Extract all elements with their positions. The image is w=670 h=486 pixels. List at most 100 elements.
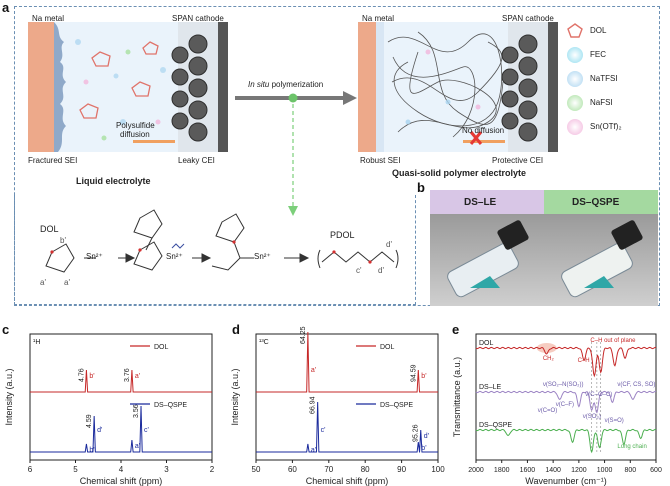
peak-tag: d' [97, 427, 102, 434]
scheme-sn-3: Sn²⁺ [254, 252, 271, 261]
legend-item-snotf: Sn(OTf)₂ [566, 118, 656, 142]
y-axis-label: Intensity (a.u.) [4, 368, 14, 425]
panel-label-d: d [232, 322, 240, 337]
annotation-coc: ν(C–O–C) [585, 392, 612, 398]
na-metal-label-right: Na metal [362, 14, 395, 23]
peak-tag: c' [321, 427, 326, 434]
annotation-cf-cs-so: ν(CF, CS, SO) [617, 382, 655, 388]
scheme-sn-1: Sn²⁺ [86, 252, 103, 261]
ds-qspe-label: DS–QSPE [572, 197, 620, 208]
peak-tag: b' [421, 445, 426, 452]
dol-ring-icon [567, 23, 583, 38]
peak-tag: b' [89, 373, 94, 380]
scheme-a2: a' [64, 278, 70, 287]
x-axis-label: Wavenumber (cm⁻¹) [525, 476, 606, 486]
x-tick-label: 100 [431, 465, 445, 474]
vials-illustration [447, 220, 643, 298]
x-tick-label: 800 [624, 467, 636, 474]
panel-label-b: b [417, 180, 425, 195]
peak-value: 66.94 [310, 396, 317, 414]
polysulfide-label: Polysulfide [116, 121, 155, 130]
annotation-so3: ν(SO₃) [583, 414, 601, 420]
x-tick-label: 80 [361, 465, 370, 474]
peak-tag: d' [424, 433, 429, 440]
legend-label: DS–QSPE [380, 402, 413, 409]
peak-value: 3.56 [133, 404, 140, 418]
peak-value: 4.76 [78, 368, 85, 382]
panel-label-a: a [2, 0, 10, 15]
legend-item-natfsi: NaTFSI [566, 70, 656, 94]
annotation-co: ν(C=O) [538, 408, 558, 414]
peak-value: 64.25 [300, 326, 307, 344]
cathode-particles [171, 34, 208, 142]
polymerization-scheme [45, 209, 399, 273]
x-tick-label: 1200 [571, 467, 587, 474]
scheme-a1: a' [40, 278, 46, 287]
protective-cei-label: Protective CEI [492, 156, 544, 165]
spectrum-ds-qspe [30, 405, 212, 453]
x-axis-label: Chemical shift (ppm) [306, 476, 389, 486]
y-axis-label: Intensity (a.u.) [230, 368, 240, 425]
plot-frame [475, 333, 657, 461]
series-label: DS–LE [479, 384, 502, 391]
ds-le-header [430, 190, 544, 214]
legend-label: DS–QSPE [154, 402, 187, 409]
x-tick-label: 2000 [468, 467, 484, 474]
x-tick-label: 1800 [494, 467, 510, 474]
liquid-electrolyte-title: Liquid electrolyte [76, 176, 151, 186]
x-tick-label: 2 [210, 465, 215, 474]
annotation-long-chain: Long chain [617, 444, 646, 450]
vial-photo: DS–LE DS–QSPE [430, 190, 658, 306]
in-situ-label: In situ polymerization [248, 80, 324, 89]
x-tick-label: 50 [252, 465, 261, 474]
spectrum-dol [30, 369, 212, 393]
peak-tag: a' [311, 447, 316, 454]
diffusion-label: diffusion [120, 130, 150, 139]
legend-item-dol: DOL [566, 22, 656, 46]
scheme-frame [14, 195, 416, 305]
nafsi-dot-icon [567, 95, 583, 111]
plot-frame [29, 333, 213, 461]
peak-value: 95.26 [413, 424, 420, 442]
fec-dot-icon [567, 47, 583, 63]
scheme-d2: d' [386, 240, 392, 249]
scheme-d1: d' [378, 266, 384, 275]
peak-tag: b' [89, 447, 94, 454]
x-tick-label: 4 [119, 465, 124, 474]
spectrum-dol [256, 331, 438, 393]
annotation-ch: C–H [578, 358, 590, 364]
ftir-ds-qspe [475, 428, 657, 454]
peak-value: 94.59 [410, 364, 417, 382]
fractured-sei-label: Fractured SEI [28, 156, 78, 165]
x-tick-label: 1000 [597, 467, 613, 474]
scheme-b1: b' [60, 236, 66, 245]
y-axis-label: Transmittance (a.u.) [452, 357, 462, 437]
x-tick-label: 1600 [520, 467, 536, 474]
x-tick-label: 5 [73, 465, 78, 474]
ds-qspe-header [544, 190, 658, 214]
nucleus-label: ¹³C [259, 339, 269, 346]
panel-a-frame [14, 6, 660, 306]
ch2-highlight [536, 343, 557, 353]
panel-label-e: e [452, 322, 460, 337]
series-label: DS–QSPE [479, 422, 512, 429]
series-label: DOL [479, 340, 494, 347]
plot-frame [255, 333, 439, 461]
legend-item-fec: FEC [566, 46, 656, 70]
snotf-dot-icon [567, 119, 583, 135]
peak-tag: a' [135, 373, 140, 380]
scheme-sn-2: Sn²⁺ [166, 252, 183, 261]
quasi-solid-title: Quasi-solid polymer electrolyte [392, 168, 527, 178]
scheme-dol-label: DOL [40, 224, 59, 234]
scheme-c1: c' [356, 266, 362, 275]
x-tick-label: 70 [324, 465, 333, 474]
na-metal-label-left: Na metal [32, 14, 65, 23]
legend-label: DOL [154, 344, 169, 351]
ds-le-label: DS–LE [464, 197, 497, 208]
spectrum-ds-qspe [256, 401, 438, 453]
x-tick-label: 600 [650, 467, 662, 474]
leaky-cei-label: Leaky CEI [178, 156, 215, 165]
